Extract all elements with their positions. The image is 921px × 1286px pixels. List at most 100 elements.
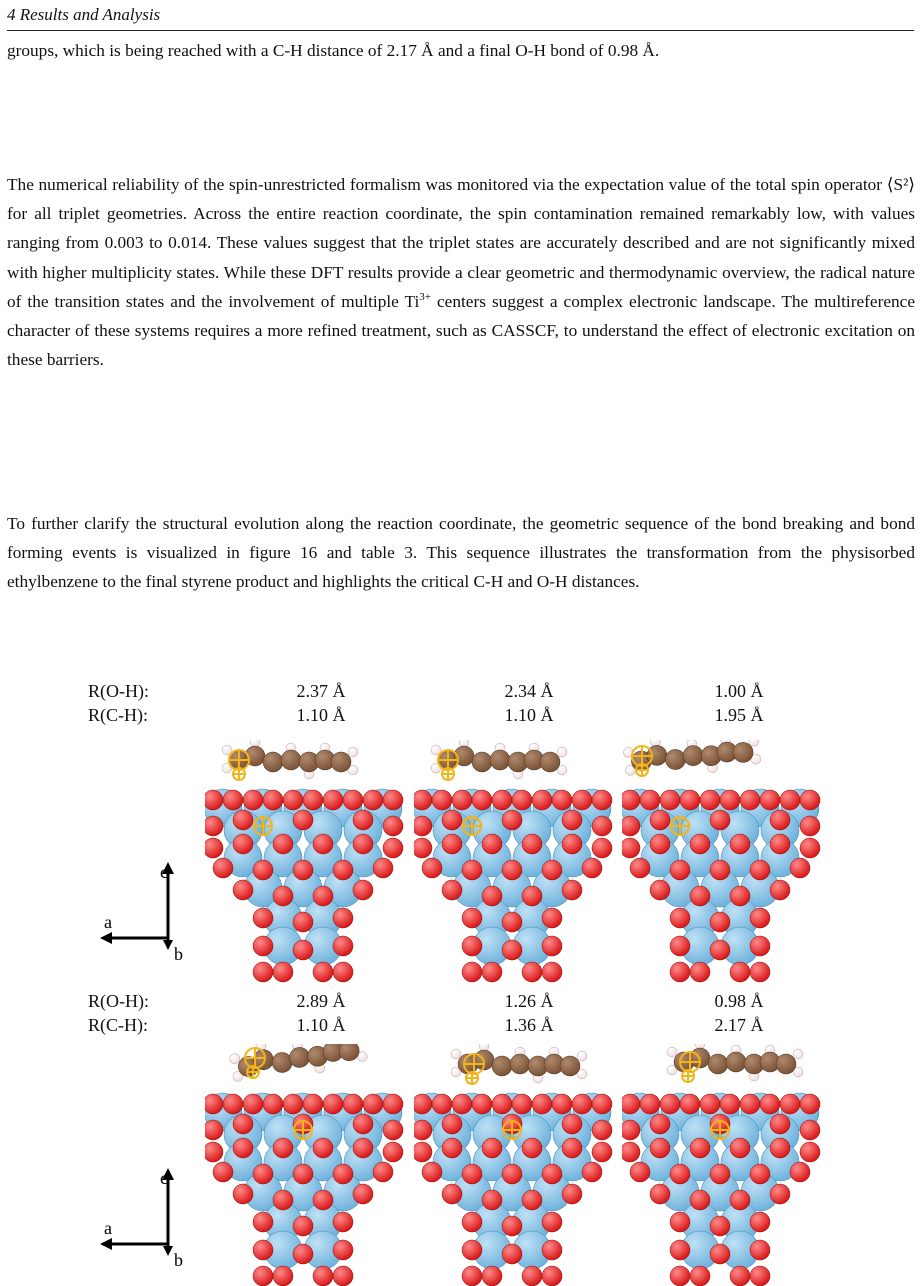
c-atom: [330, 751, 352, 773]
o-atom: [779, 789, 801, 811]
o-atom: [252, 859, 274, 881]
o-atom: [352, 833, 374, 855]
o-atom: [312, 885, 334, 907]
o-atom: [759, 789, 781, 811]
o-atom: [799, 1141, 821, 1163]
o-atom: [551, 789, 573, 811]
row1-oh-value-2: 2.34 Å: [504, 681, 554, 701]
o-atom: [232, 809, 254, 831]
o-atom: [799, 1119, 821, 1141]
row2-oh-label: R(O-H):: [88, 991, 149, 1011]
o-atom: [799, 1093, 821, 1115]
o-atom: [292, 1243, 314, 1265]
structure-panel-5: [414, 1044, 613, 1286]
structure-panel-1: [205, 740, 404, 983]
o-atom: [272, 1137, 294, 1159]
o-atom: [382, 1141, 404, 1163]
o-atom: [541, 907, 563, 929]
axis-label-a: a: [104, 912, 112, 932]
h-atom: [576, 1068, 588, 1080]
o-atom: [591, 1093, 613, 1115]
o-atom: [232, 1183, 254, 1205]
o-atom: [282, 789, 304, 811]
o-atom: [461, 1239, 483, 1261]
c-atom: [725, 1051, 747, 1073]
o-atom: [312, 1137, 334, 1159]
o-atom: [205, 1141, 224, 1163]
o-atom: [205, 837, 224, 859]
h-atom: [221, 744, 233, 756]
axis-label-c: c: [160, 1168, 168, 1188]
o-atom: [649, 809, 671, 831]
h-atom: [556, 764, 568, 776]
o-atom: [441, 833, 463, 855]
c-atom: [489, 749, 511, 771]
h-atom: [748, 740, 760, 747]
o-atom: [282, 1093, 304, 1115]
o-atom: [461, 907, 483, 929]
o-atom: [205, 815, 224, 837]
o-atom: [481, 1137, 503, 1159]
c-atom: [280, 749, 302, 771]
o-atom: [541, 935, 563, 957]
row1-ch-value-1: 1.10 Å: [296, 705, 346, 725]
o-atom: [541, 1265, 563, 1286]
o-atom: [699, 789, 721, 811]
axis-label-b: b: [174, 944, 183, 962]
o-atom: [521, 961, 543, 983]
o-atom: [649, 1183, 671, 1205]
o-atom: [352, 809, 374, 831]
h-atom: [792, 1066, 804, 1078]
o-atom: [649, 1113, 671, 1135]
o-atom: [591, 789, 613, 811]
o-atom: [441, 1137, 463, 1159]
axis-label-c: c: [160, 862, 168, 882]
row1-oh-value-1: 2.37 Å: [296, 681, 346, 701]
h-atom: [357, 1051, 368, 1062]
o-atom: [292, 1215, 314, 1237]
o-atom: [531, 1093, 553, 1115]
adsorbate-molecule: [450, 1044, 588, 1084]
o-atom: [729, 833, 751, 855]
o-atom: [481, 885, 503, 907]
o-atom: [382, 1093, 404, 1115]
o-atom: [414, 1093, 433, 1115]
h-atom: [450, 1066, 462, 1078]
o-atom: [571, 1093, 593, 1115]
o-atom: [382, 1119, 404, 1141]
o-atom: [799, 837, 821, 859]
o-atom: [749, 935, 771, 957]
o-atom: [252, 961, 274, 983]
o-atom: [431, 789, 453, 811]
o-atom: [591, 837, 613, 859]
o-atom: [779, 1093, 801, 1115]
o-atom: [729, 1265, 751, 1286]
o-atom: [749, 907, 771, 929]
o-atom: [679, 1093, 701, 1115]
adsorbate-molecule: [221, 740, 359, 780]
o-atom: [541, 859, 563, 881]
o-atom: [561, 879, 583, 901]
o-atom: [501, 1243, 523, 1265]
o-atom: [501, 911, 523, 933]
h-atom: [666, 1064, 678, 1076]
h-atom: [347, 746, 359, 758]
o-atom: [639, 789, 661, 811]
o-atom: [649, 879, 671, 901]
paragraph-2-part-a: The numerical reliability of the spin-un…: [7, 175, 915, 311]
o-atom: [501, 1215, 523, 1237]
o-atom: [302, 789, 324, 811]
row2-ch-value-3: 2.17 Å: [714, 1015, 764, 1035]
o-atom: [414, 815, 433, 837]
o-atom: [749, 1163, 771, 1185]
o-atom: [451, 1093, 473, 1115]
o-atom: [799, 789, 821, 811]
o-atom: [511, 789, 533, 811]
o-atom: [551, 1093, 573, 1115]
o-atom: [659, 789, 681, 811]
o-atom: [531, 789, 553, 811]
o-atom: [719, 1093, 741, 1115]
o-atom: [252, 1239, 274, 1261]
h-atom: [792, 1048, 804, 1060]
o-atom: [729, 1189, 751, 1211]
